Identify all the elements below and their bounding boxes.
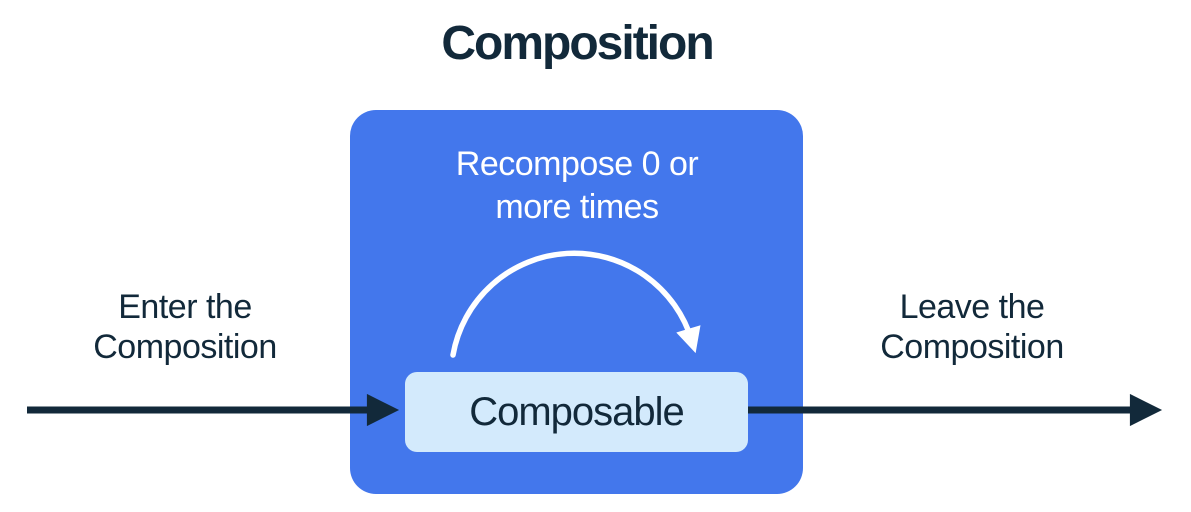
diagram-title: Composition: [441, 17, 714, 70]
composable-label: Composable: [469, 389, 685, 434]
recompose-label: Recompose 0 or more times: [455, 145, 699, 226]
recompose-arc-arrow: [450, 250, 701, 358]
enter-composition-label: Enter the Composition: [93, 288, 277, 366]
composable-box: Composable: [405, 372, 748, 452]
leave-composition-label: Leave the Composition: [880, 288, 1064, 366]
